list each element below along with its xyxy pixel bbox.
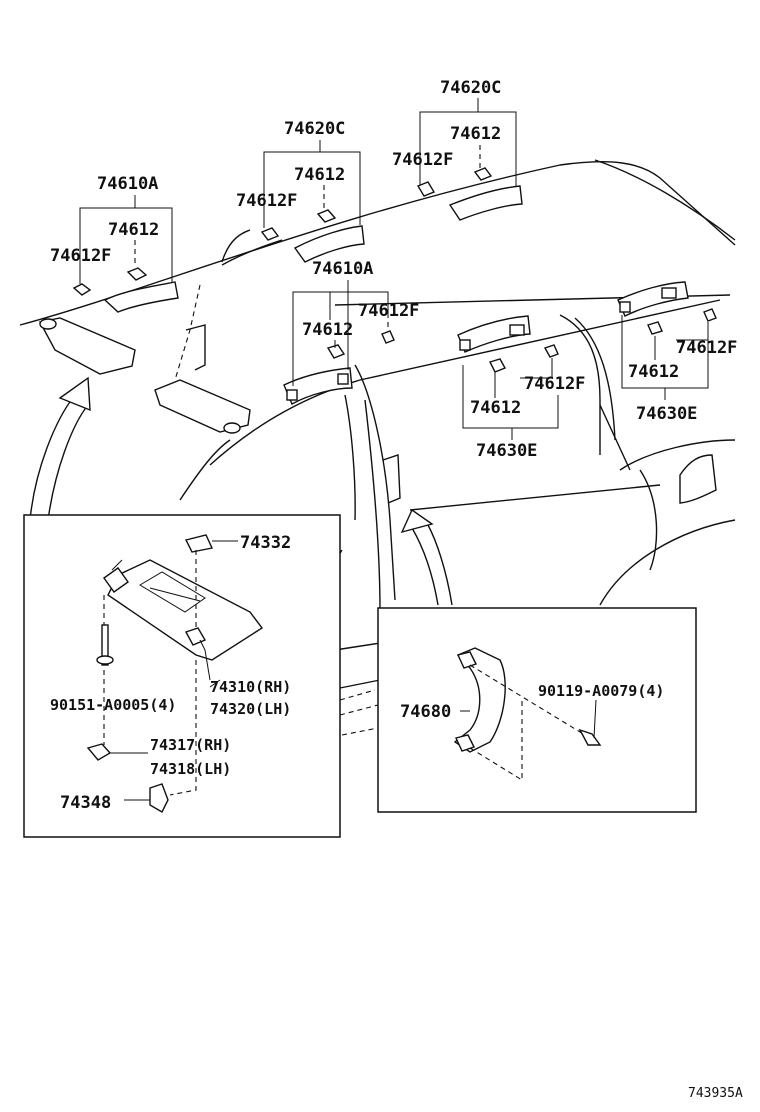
label-74612-rear: 74612 <box>628 362 679 382</box>
label-74348: 74348 <box>60 793 111 813</box>
label-74612-right: 74612 <box>450 124 501 144</box>
assist-grip-front-left <box>72 267 179 313</box>
label-74610A-center: 74610A <box>312 259 373 279</box>
sun-visor-detail-box <box>23 514 341 838</box>
label-74612-midrear: 74612 <box>470 398 521 418</box>
label-74612-left: 74612 <box>108 220 159 240</box>
label-74680: 74680 <box>400 702 451 722</box>
label-74612F-mid: 74612F <box>236 191 297 211</box>
label-74612F-left: 74612F <box>50 246 111 266</box>
label-74318: 74318(LH) <box>150 760 231 778</box>
label-74612-mid: 74612 <box>294 165 345 185</box>
label-74612F-midrear: 74612F <box>524 374 585 394</box>
label-90151: 90151-A0005(4) <box>50 696 176 714</box>
label-74317: 74317(RH) <box>150 736 231 754</box>
label-74310: 74310(RH) <box>210 678 291 696</box>
vehicle-body-outline <box>19 159 736 736</box>
assist-grip-mid-rear <box>457 315 559 373</box>
assist-grip-front-right <box>416 167 523 221</box>
label-74332: 74332 <box>240 533 291 553</box>
part-labels: 74620C 74612 74612F 74620C 74612 74612F … <box>50 78 743 1101</box>
leader-lines <box>79 98 709 440</box>
assist-grip-detail-box <box>377 607 697 813</box>
label-74630E-midrear: 74630E <box>476 441 537 461</box>
label-74620C-right: 74620C <box>440 78 501 98</box>
assist-grip-detail <box>453 647 602 781</box>
assist-grip-front-mid <box>260 209 365 263</box>
label-90119: 90119-A0079(4) <box>538 682 664 700</box>
label-74320: 74320(LH) <box>210 700 291 718</box>
label-74612F-center: 74612F <box>358 301 419 321</box>
label-74612F-rear: 74612F <box>676 338 737 358</box>
label-74610A-left: 74610A <box>97 174 158 194</box>
callout-arrows <box>29 376 453 606</box>
label-74630E-rear: 74630E <box>636 404 697 424</box>
label-74612F-right: 74612F <box>392 150 453 170</box>
assist-grip-rear <box>617 281 717 335</box>
label-74620C-mid: 74620C <box>284 119 345 139</box>
assist-grip-center <box>283 330 395 405</box>
figure-code: 743935A <box>688 1086 743 1101</box>
label-74612-center: 74612 <box>302 320 353 340</box>
sun-visor-detail <box>86 534 264 813</box>
sun-visor-installed <box>38 317 401 504</box>
